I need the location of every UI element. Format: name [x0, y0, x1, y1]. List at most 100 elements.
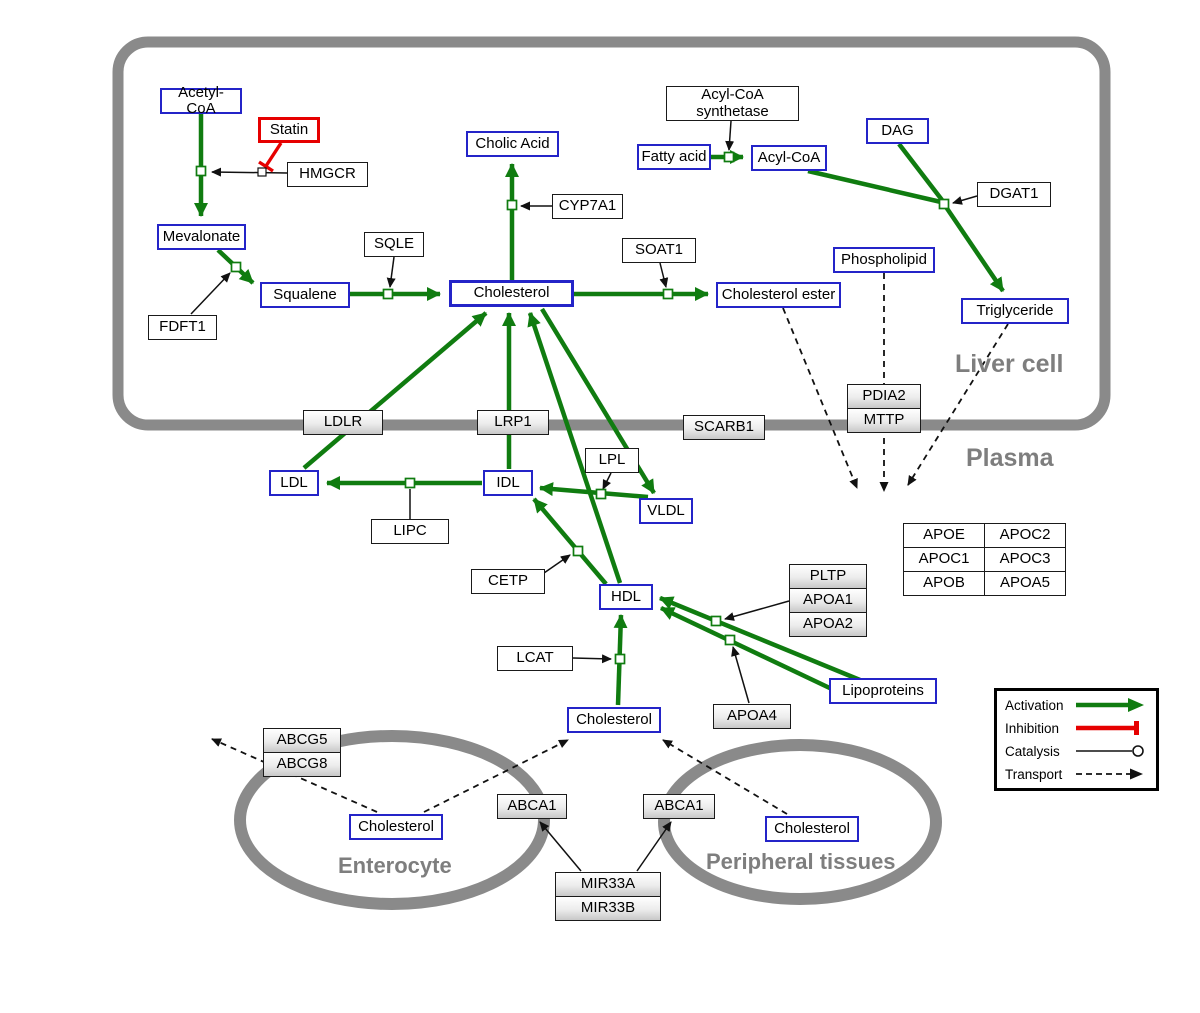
activation-edges: [194, 114, 1005, 706]
node-lcat[interactable]: LCAT: [497, 646, 573, 671]
edge-mir33-to-abca1-peripheral: [636, 821, 672, 872]
node-abcg5[interactable]: ABCG5: [263, 728, 341, 753]
hmgcr-catalysis-junction: [257, 167, 267, 177]
activation-arrow-icon: [1076, 698, 1144, 712]
edge-sqle-catalysis: [386, 256, 396, 288]
node-sqle[interactable]: SQLE: [364, 232, 424, 257]
plasma-label: Plasma: [966, 444, 1054, 472]
edge-cholesterol-ester-to-plasma: [782, 307, 858, 489]
catalysis-circle-icon: [1076, 745, 1144, 757]
edge-vldl-to-idl: [539, 482, 649, 500]
node-abcg8[interactable]: ABCG8: [263, 752, 341, 777]
node-mir33a[interactable]: MIR33A: [555, 872, 661, 897]
edge-soat1-catalysis: [659, 262, 669, 288]
node-acyl-coa-synthetase[interactable]: Acyl-CoA synthetase: [666, 86, 799, 121]
node-scarb1[interactable]: SCARB1: [683, 415, 765, 440]
edge-acylcoa-synthetase-catalysis: [725, 120, 735, 151]
edge-hdl-to-idl-cetp: [532, 497, 608, 586]
node-vldl[interactable]: VLDL: [639, 498, 693, 524]
legend-activation-label: Activation: [1005, 697, 1064, 713]
node-apoc3[interactable]: APOC3: [984, 547, 1066, 572]
node-soat1[interactable]: SOAT1: [622, 238, 696, 263]
node-hdl[interactable]: HDL: [599, 584, 653, 610]
edge-statin-inhibition: [264, 142, 283, 167]
node-cholesterol-ester[interactable]: Cholesterol ester: [716, 282, 841, 308]
legend-row-transport: Transport: [1005, 763, 1148, 785]
node-mevalonate[interactable]: Mevalonate: [157, 224, 246, 250]
peripheral-tissues-label: Peripheral tissues: [706, 849, 896, 874]
reaction-nodes: [195, 151, 950, 665]
node-abca1-peripheral[interactable]: ABCA1: [643, 794, 715, 819]
edge-lipoproteins-to-hdl-lower: [660, 605, 837, 694]
node-cholesterol-liver[interactable]: Cholesterol: [449, 280, 574, 307]
node-lpl[interactable]: LPL: [585, 448, 639, 473]
node-dag[interactable]: DAG: [866, 118, 929, 144]
node-apoc2[interactable]: APOC2: [984, 523, 1066, 548]
node-apoa1[interactable]: APOA1: [789, 588, 867, 613]
legend-transport-label: Transport: [1005, 766, 1063, 782]
node-pdia2[interactable]: PDIA2: [847, 384, 921, 409]
node-acetyl-coa[interactable]: Acetyl-CoA: [160, 84, 242, 117]
edge-ldl-to-liver-cholesterol: [302, 311, 488, 470]
edge-triglyceride-to-plasma: [907, 323, 1009, 486]
legend-inhibition-label: Inhibition: [1005, 720, 1060, 736]
edge-lpl-catalysis: [602, 472, 612, 490]
node-apoa2[interactable]: APOA2: [789, 612, 867, 637]
node-dgat1[interactable]: DGAT1: [977, 182, 1051, 207]
node-mir33b[interactable]: MIR33B: [555, 896, 661, 921]
enterocyte-label: Enterocyte: [338, 853, 452, 878]
node-apoc1[interactable]: APOC1: [903, 547, 985, 572]
inhibition-tbar-icon: [1076, 721, 1139, 735]
edge-hdl-to-liver-cholesterol: [527, 312, 623, 584]
node-fatty-acid[interactable]: Fatty acid: [637, 144, 711, 170]
legend-row-inhibition: Inhibition: [1005, 717, 1148, 739]
node-lrp1[interactable]: LRP1: [477, 410, 549, 435]
node-cholesterol-enterocyte[interactable]: Cholesterol: [349, 814, 443, 840]
enterocyte-membrane: [234, 730, 550, 910]
legend-catalysis-label: Catalysis: [1005, 743, 1060, 759]
edge-peripheral-cholesterol-to-plasma: [662, 739, 788, 815]
statin-inhibition-tbar: [258, 160, 274, 173]
node-apoe[interactable]: APOE: [903, 523, 985, 548]
node-phospholipid[interactable]: Phospholipid: [833, 247, 935, 273]
node-cholesterol-plasma[interactable]: Cholesterol: [567, 707, 661, 733]
edge-dgat1-catalysis: [952, 195, 978, 205]
node-cyp7a1[interactable]: CYP7A1: [552, 194, 623, 219]
node-apob[interactable]: APOB: [903, 571, 985, 596]
edge-enterocyte-cholesterol-to-plasma: [423, 739, 569, 813]
edge-lipoproteins-to-hdl-upper: [659, 595, 861, 683]
edge-cetp-catalysis: [543, 554, 571, 574]
edge-mir33-to-abca1-enterocyte: [539, 821, 582, 872]
transport-dashed-arrow-icon: [1076, 768, 1143, 780]
edge-dgat1-node-to-triglyceride: [944, 205, 1005, 293]
node-hmgcr[interactable]: HMGCR: [287, 162, 368, 187]
node-cholic-acid[interactable]: Cholic Acid: [466, 131, 559, 157]
node-abca1-enterocyte[interactable]: ABCA1: [497, 794, 567, 819]
node-cholesterol-peripheral[interactable]: Cholesterol: [765, 816, 859, 842]
node-mttp[interactable]: MTTP: [847, 408, 921, 433]
node-lipoproteins[interactable]: Lipoproteins: [829, 678, 937, 704]
node-apoa5[interactable]: APOA5: [984, 571, 1066, 596]
node-idl[interactable]: IDL: [483, 470, 533, 496]
edge-lcat-catalysis: [572, 654, 612, 664]
node-triglyceride[interactable]: Triglyceride: [961, 298, 1069, 324]
node-squalene[interactable]: Squalene: [260, 282, 350, 308]
node-lipc[interactable]: LIPC: [371, 519, 449, 544]
node-acyl-coa[interactable]: Acyl-CoA: [751, 145, 827, 171]
node-ldl[interactable]: LDL: [269, 470, 319, 496]
edge-acylcoa-to-dgat1-node: [807, 168, 942, 205]
node-apoa4[interactable]: APOA4: [713, 704, 791, 729]
legend-row-activation: Activation: [1005, 694, 1148, 716]
edge-dag-to-dgat1-node: [897, 142, 944, 202]
edge-apo-stack-catalysis: [724, 600, 790, 621]
legend: Activation Inhibition Catalysis Transpor…: [994, 688, 1159, 791]
liver-cell-label: Liver cell: [955, 350, 1064, 378]
node-pltp[interactable]: PLTP: [789, 564, 867, 589]
node-statin[interactable]: Statin: [258, 117, 320, 143]
node-ldlr[interactable]: LDLR: [303, 410, 383, 435]
edge-fdft1-catalysis: [190, 272, 231, 315]
node-fdft1[interactable]: FDFT1: [148, 315, 217, 340]
node-cetp[interactable]: CETP: [471, 569, 545, 594]
